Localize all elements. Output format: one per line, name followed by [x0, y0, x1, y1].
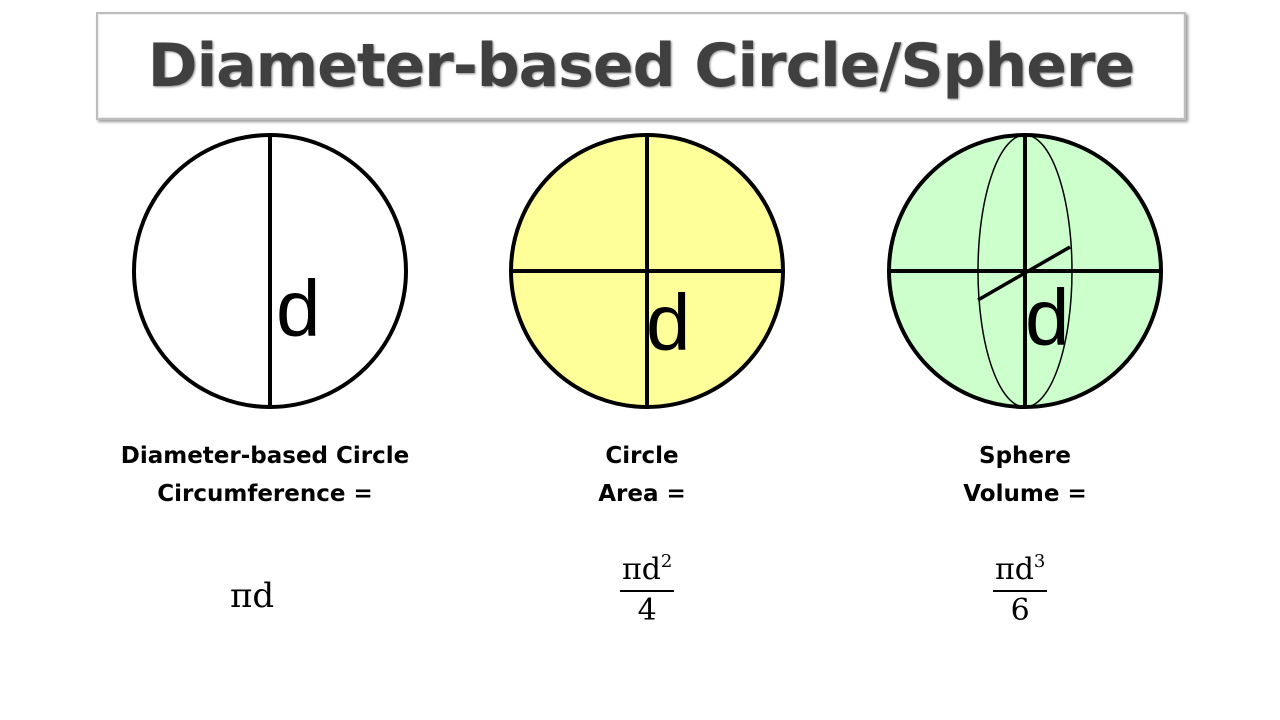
circumference-circle: d [132, 133, 408, 409]
formula-numerator: πd3 [993, 544, 1048, 592]
area-formula: πd2 4 [620, 544, 675, 630]
label-line: Sphere [979, 443, 1071, 469]
sphere: d [887, 133, 1163, 409]
formula-denominator: 6 [1010, 593, 1030, 628]
formula-denominator: 4 [637, 593, 657, 628]
exponent: 2 [660, 551, 673, 572]
circumference-label: Diameter-based Circle Circumference = [85, 437, 445, 513]
diameter-symbol: d [276, 264, 321, 353]
title-box: Diameter-based Circle/Sphere [96, 12, 1186, 120]
numerator-text: πd [995, 552, 1034, 587]
numerator-text: πd [622, 552, 661, 587]
label-line: Circumference = [157, 481, 373, 507]
slide-title: Diameter-based Circle/Sphere [147, 31, 1135, 101]
diameter-symbol: d [646, 278, 691, 367]
diameter-symbol: d [1025, 273, 1070, 362]
area-label: Circle Area = [462, 437, 822, 513]
label-line: Volume = [963, 481, 1087, 507]
label-line: Area = [598, 481, 686, 507]
volume-label: Sphere Volume = [845, 437, 1205, 513]
label-line: Diameter-based Circle [120, 443, 410, 469]
volume-formula: πd3 6 [993, 544, 1048, 630]
formula-numerator: πd2 [620, 544, 675, 592]
circumference-formula: πd [230, 576, 275, 616]
label-line: Circle [605, 443, 679, 469]
area-circle: d [509, 133, 785, 409]
exponent: 3 [1033, 551, 1046, 572]
